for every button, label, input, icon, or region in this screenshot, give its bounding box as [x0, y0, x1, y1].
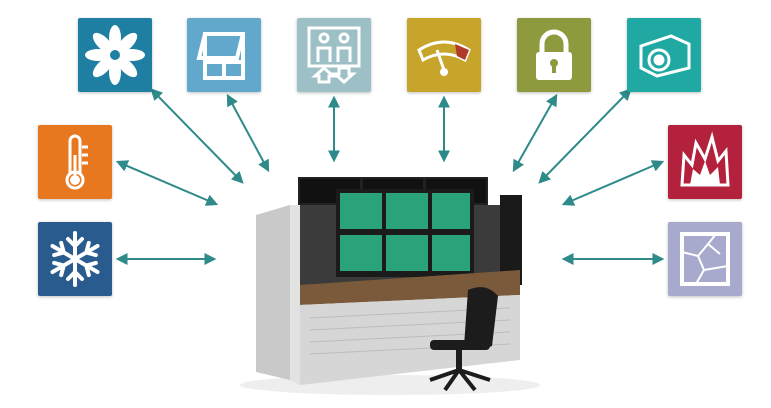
elevator-icon — [297, 18, 371, 92]
monitor — [386, 193, 428, 229]
monitor-wall — [336, 189, 474, 277]
desk-surface — [300, 270, 520, 305]
thermometer-icon — [38, 125, 112, 199]
fire-icon — [668, 125, 742, 199]
camera-icon — [627, 18, 701, 92]
monitor — [340, 235, 382, 271]
gauge-icon — [407, 18, 481, 92]
office-chair — [429, 287, 498, 392]
arrow-thermometer — [115, 160, 219, 206]
monitor — [432, 235, 470, 271]
side-panel — [256, 205, 290, 380]
monitor — [340, 193, 382, 229]
broken-glass-icon — [668, 222, 742, 296]
monitor — [386, 235, 428, 271]
arrow-fire — [561, 160, 665, 206]
window-awning-icon — [187, 18, 261, 92]
fan-icon — [78, 18, 152, 92]
arrow-camera — [538, 88, 632, 184]
monitor — [432, 193, 470, 229]
snowflake-icon — [38, 222, 112, 296]
arrow-window — [226, 93, 270, 173]
lock-icon — [517, 18, 591, 92]
desk-front-panel — [300, 295, 520, 385]
